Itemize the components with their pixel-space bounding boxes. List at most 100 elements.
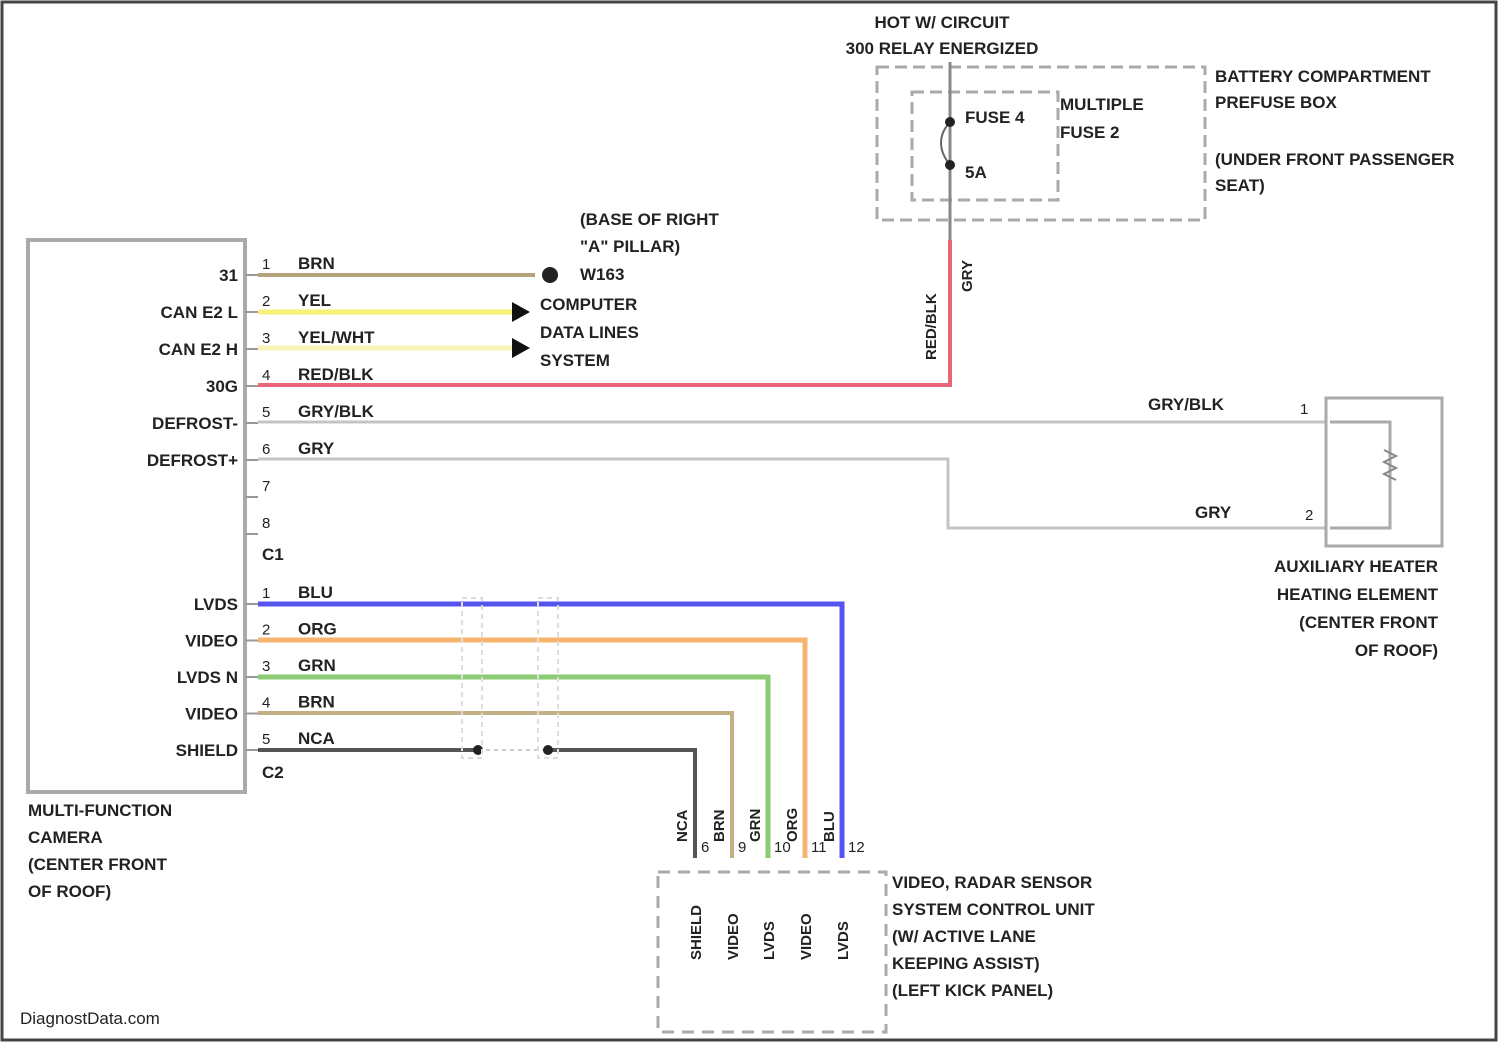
c2-pin-num-5: 5 — [262, 731, 270, 748]
c1-pin-num-4: 4 — [262, 367, 270, 384]
shield-dot-right — [543, 745, 553, 755]
heater-wire1: GRY/BLK — [1148, 395, 1225, 414]
c2-pin-num-2: 2 — [262, 622, 270, 639]
c1-pin-name-5: DEFROST- — [152, 414, 238, 433]
c1-pin-num-7: 7 — [262, 478, 270, 495]
vradar-pin-name-9: VIDEO — [725, 913, 742, 960]
c2-label: C2 — [262, 763, 284, 782]
c1-pin-name-6: DEFROST+ — [147, 451, 238, 470]
connector-c1: 31 1 BRN CAN E2 L 2 YEL CAN E2 H 3 YEL/WHT 30G 4 RE… — [147, 254, 375, 534]
vradar-pin-num-6: 6 — [701, 839, 709, 856]
vradar-wire-color-10: GRN — [747, 809, 764, 842]
hot-circuit-line1: HOT W/ CIRCUIT — [874, 13, 1010, 32]
c1-wire-color-5: GRY/BLK — [298, 402, 375, 421]
arrow-c1-2 — [512, 302, 530, 322]
c2-wire-color-4: BRN — [298, 693, 335, 712]
c1-wire-color-6: GRY — [298, 439, 335, 458]
vradar-label-4: KEEPING ASSIST) — [892, 954, 1040, 973]
c2-pin-num-4: 4 — [262, 695, 270, 712]
heater-label-2: HEATING ELEMENT — [1277, 585, 1439, 604]
prefuse-line4: SEAT) — [1215, 176, 1265, 195]
c1-wire-color-4: RED/BLK — [298, 365, 374, 384]
camera-label-4: OF ROOF) — [28, 882, 111, 901]
prefuse-line3: (UNDER FRONT PASSENGER — [1215, 150, 1455, 169]
camera-label-3: (CENTER FRONT — [28, 855, 167, 874]
multi-fuse-line2: FUSE 2 — [1060, 123, 1120, 142]
prefuse-line1: BATTERY COMPARTMENT — [1215, 67, 1431, 86]
vradar-pin-name-10: LVDS — [761, 921, 778, 960]
hot-circuit-line2: 300 RELAY ENERGIZED — [846, 39, 1039, 58]
vradar-label-3: (W/ ACTIVE LANE — [892, 927, 1036, 946]
prefuse-box-outline — [877, 67, 1205, 220]
vradar-wire-color-9: BRN — [711, 810, 728, 843]
computer-line3: SYSTEM — [540, 351, 610, 370]
multi-fuse-line1: MULTIPLE — [1060, 95, 1144, 114]
heater-pin1: 1 — [1300, 401, 1308, 418]
heater-wire2: GRY — [1195, 503, 1232, 522]
c1-wire-color-1: BRN — [298, 254, 335, 273]
fuse-name: FUSE 4 — [965, 108, 1025, 127]
heater-element — [1330, 422, 1390, 528]
c2-pin-num-3: 3 — [262, 658, 270, 675]
ground-dot — [542, 267, 558, 283]
c2-pin-name-2: VIDEO — [185, 632, 238, 651]
c1-pin-name-2: CAN E2 L — [161, 303, 238, 322]
c2-wire-color-5: NCA — [298, 729, 335, 748]
c1-pin-num-8: 8 — [262, 515, 270, 532]
c1-pin-name-1: 31 — [219, 266, 238, 285]
c1-wire-color-3: YEL/WHT — [298, 328, 375, 347]
wire-c2-5b — [548, 750, 695, 858]
c2-pin-name-4: VIDEO — [185, 705, 238, 724]
connector-c2: LVDS 1 BLU VIDEO 2 ORG LVDS N 3 GRN VIDEO 4 BRN SHIE… — [176, 583, 337, 760]
computer-line1: COMPUTER — [540, 295, 637, 314]
heater-label-1: AUXILIARY HEATER — [1274, 557, 1438, 576]
watermark: DiagnostData.com — [20, 1009, 160, 1028]
camera-label-2: CAMERA — [28, 828, 103, 847]
vradar-pin-name-12: LVDS — [835, 921, 852, 960]
c2-pin-num-1: 1 — [262, 585, 270, 602]
c2-wire-color-3: GRN — [298, 656, 336, 675]
c2-pin-name-3: LVDS N — [177, 668, 238, 687]
fuse-wire-color: RED/BLK — [923, 293, 940, 360]
c1-pin-num-5: 5 — [262, 404, 270, 421]
vradar-pin-name-6: SHIELD — [688, 905, 705, 960]
heater-box — [1326, 398, 1442, 546]
camera-label-1: MULTI-FUNCTION — [28, 801, 172, 820]
c1-pin-num-2: 2 — [262, 293, 270, 310]
heater-pin2: 2 — [1305, 507, 1313, 524]
c1-pin-name-4: 30G — [206, 377, 238, 396]
ground-line1: (BASE OF RIGHT — [580, 210, 719, 229]
c1-pin-num-6: 6 — [262, 441, 270, 458]
ground-line3: W163 — [580, 265, 624, 284]
c1-pin-name-3: CAN E2 H — [159, 340, 238, 359]
vradar-pin-num-9: 9 — [738, 839, 746, 856]
ground-line2: "A" PILLAR) — [580, 237, 680, 256]
vradar-label-5: (LEFT KICK PANEL) — [892, 981, 1053, 1000]
vradar-wire-color-6: NCA — [674, 809, 691, 842]
arrow-c1-3 — [512, 338, 530, 358]
computer-line2: DATA LINES — [540, 323, 639, 342]
fuse-terminal-bottom — [945, 160, 955, 170]
c2-wire-color-1: BLU — [298, 583, 333, 602]
wire-c1-6 — [258, 459, 1325, 528]
heater-label-4: OF ROOF) — [1355, 641, 1438, 660]
c2-wire-color-2: ORG — [298, 620, 337, 639]
fuse-terminal-top — [945, 117, 955, 127]
c2-pin-name-5: SHIELD — [176, 741, 238, 760]
vradar-pin-name-11: VIDEO — [798, 913, 815, 960]
c1-wire-color-2: YEL — [298, 291, 331, 310]
c1-label: C1 — [262, 545, 284, 564]
fuse-rating: 5A — [965, 163, 987, 182]
vradar-pin-num-12: 12 — [848, 839, 865, 856]
c1-pin-num-1: 1 — [262, 256, 270, 273]
vradar-wire-color-12: BLU — [821, 811, 838, 842]
c2-pin-name-1: LVDS — [194, 595, 238, 614]
vradar-wire-color-11: ORG — [784, 808, 801, 842]
heater-label-3: (CENTER FRONT — [1299, 613, 1438, 632]
vradar-label-1: VIDEO, RADAR SENSOR — [892, 873, 1092, 892]
fuse-wire-color-alt: GRY — [959, 260, 976, 292]
c1-pin-num-3: 3 — [262, 330, 270, 347]
prefuse-line2: PREFUSE BOX — [1215, 93, 1338, 112]
